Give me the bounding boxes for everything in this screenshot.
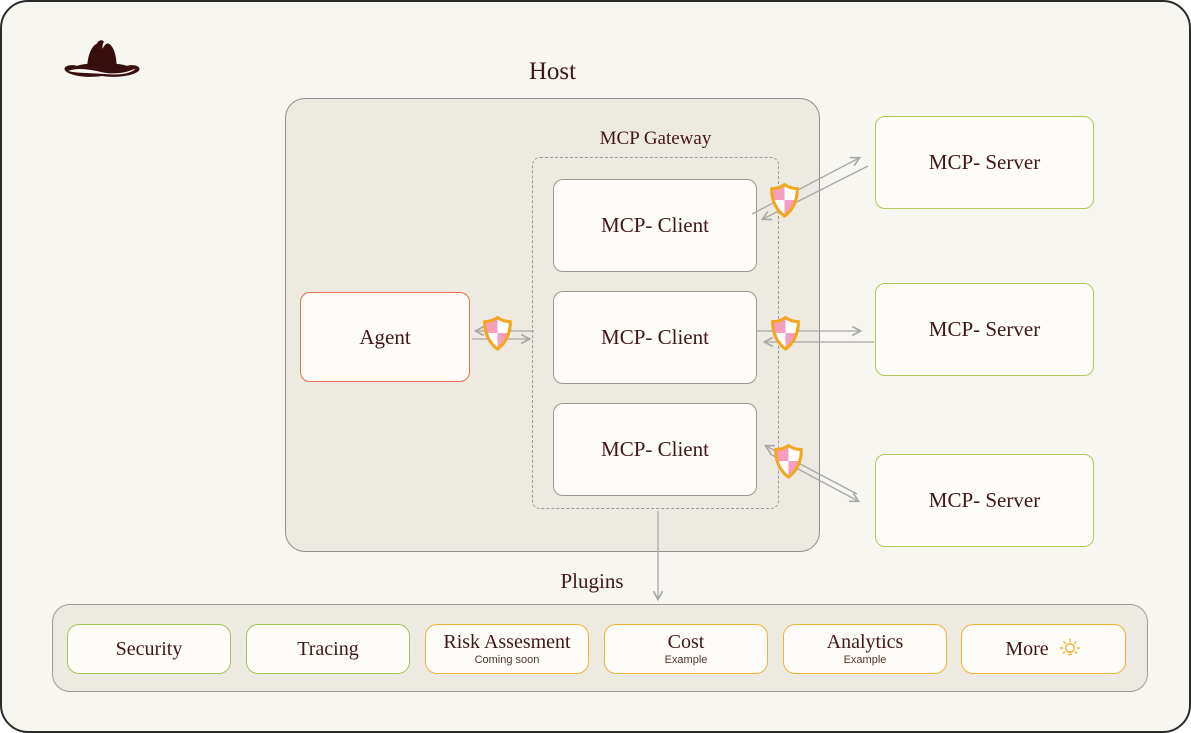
- plugin-chip-tracing: Tracing: [246, 624, 410, 674]
- plugin-chip-label: Cost: [667, 631, 705, 654]
- mcp-server-node-3: MCP- Server: [875, 454, 1094, 547]
- plugin-chip-risk-assesment: Risk Assesment Coming soon: [425, 624, 589, 674]
- plugin-chip-more: More: [961, 624, 1126, 674]
- plugin-chip-label: Analytics: [826, 631, 904, 654]
- mcp-server-label: MCP- Server: [928, 150, 1041, 174]
- shield-icon: [769, 315, 802, 352]
- shield-icon: [481, 315, 514, 352]
- mcp-server-node-1: MCP- Server: [875, 116, 1094, 209]
- agent-node: Agent: [300, 292, 470, 382]
- gateway-title: MCP Gateway: [599, 128, 712, 149]
- mcp-server-label: MCP- Server: [928, 488, 1041, 512]
- mcp-server-node-2: MCP- Server: [875, 283, 1094, 376]
- mcp-client-label: MCP- Client: [601, 325, 709, 349]
- plugin-chip-label: Risk Assesment: [443, 631, 571, 654]
- shield-icon: [768, 182, 801, 219]
- plugins-title: Plugins: [560, 569, 624, 593]
- mcp-server-label: MCP- Server: [928, 317, 1041, 341]
- plugin-chip-label: Security: [115, 638, 183, 660]
- plugin-chip-label: Tracing: [297, 638, 359, 660]
- plugin-chip-security: Security: [67, 624, 231, 674]
- host-title: Host: [528, 58, 577, 85]
- plugin-chip-label: More: [1005, 638, 1049, 660]
- mcp-client-node-2: MCP- Client: [553, 291, 757, 384]
- agent-label: Agent: [359, 324, 411, 349]
- shield-icon: [772, 443, 805, 480]
- lightbulb-icon: [1059, 638, 1080, 656]
- plugin-chip-subtitle: Example: [843, 654, 887, 667]
- mcp-client-node-3: MCP- Client: [553, 403, 757, 496]
- plugin-chip-cost: Cost Example: [604, 624, 768, 674]
- plugin-chip-subtitle: Example: [664, 654, 708, 667]
- mcp-client-label: MCP- Client: [601, 437, 709, 461]
- mcp-client-label: MCP- Client: [601, 213, 709, 237]
- mcp-client-node-1: MCP- Client: [553, 179, 757, 272]
- plugin-chip-analytics: Analytics Example: [783, 624, 947, 674]
- cowboy-hat-icon: [64, 40, 140, 77]
- plugin-chip-subtitle: Coming soon: [474, 654, 540, 667]
